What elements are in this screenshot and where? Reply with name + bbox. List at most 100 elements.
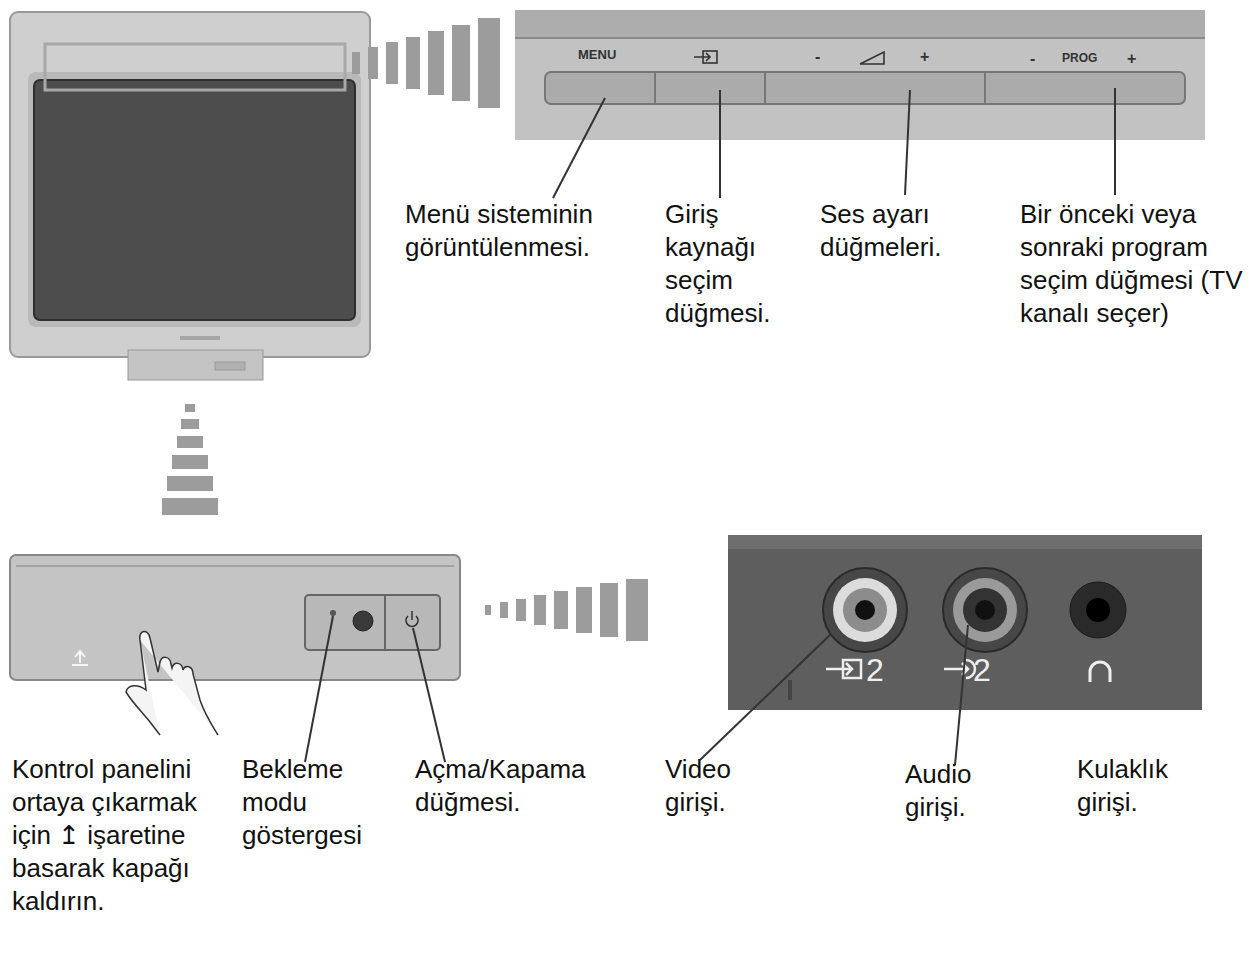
jack-panel-face [728,535,1202,710]
button-divider [384,596,386,649]
callout-label: Bir önceki veya sonraki program seçim dü… [1020,198,1254,330]
panel-edge [515,37,1205,39]
jack-panel-edge [728,535,1202,549]
button-divider [654,73,656,103]
tv-cover-button [215,362,245,370]
callout-label: Video girişi. [665,753,775,819]
audio-jack-ring [953,578,1017,642]
volume-icon [860,52,884,64]
panel-marking: 2 [973,650,1003,691]
wedge-bar [368,47,378,79]
wedge-bar [600,583,618,637]
control-panel [10,555,460,735]
remote-sensor [353,611,373,631]
input-icon-arrow [694,53,710,61]
leader-line [305,616,333,762]
button-strip [545,72,1185,104]
input-icon [826,660,861,678]
video-jack [823,568,907,652]
standby-led [330,610,336,616]
panel-marking: - [1030,49,1050,69]
input-icon [694,51,717,63]
audio-jack-ring [963,588,1007,632]
wedge-bar [516,599,526,621]
callout-label: Ses ayarı düğmeleri. [820,198,990,264]
tv-logo [180,336,220,340]
video-jack-ring [843,588,887,632]
wedge-bar [352,52,360,74]
panel-marking: + [1127,49,1147,69]
wedge-bar [406,37,420,89]
wedge-bar [386,42,398,84]
video-jack-hole [855,600,875,620]
callout-label: Açma/Kapama düğmesi. [415,753,630,819]
zoom-wedge [162,404,218,515]
wedge-bar [167,476,213,491]
tv-body [10,12,370,357]
headphone-jack-hole [1086,598,1110,622]
wedge-bar [172,455,208,469]
panel-marking: + [920,47,940,67]
power-symbol [406,611,418,626]
leader-line [719,90,721,198]
leader-line [700,635,830,760]
panel-marking: MENU [578,47,638,64]
panel-edge [16,565,454,567]
panel-marking: - [815,47,835,67]
wedge-bar [452,25,470,101]
headphone-jack [1070,582,1126,638]
lift-symbol [72,651,88,665]
tv-bezel [28,72,361,327]
callout-label: Kontrol panelini ortaya çıkarmak için ↥ … [12,753,217,918]
wedge-bar [554,591,568,629]
wedge-bar [162,498,218,515]
panel-notch [788,680,792,700]
tv-cover [128,350,263,380]
panel-face [515,10,1205,140]
audio-jack [943,568,1027,652]
wedge-bar [177,436,203,448]
callout-label: Menü sisteminin görüntülenmesi. [405,198,645,264]
wedge-bar [626,579,648,641]
wedge-bar [485,605,491,615]
callout-label: Bekleme modu göstergesi [242,753,392,852]
leader-line [905,90,910,195]
leader-line [413,628,445,762]
leader-lines [553,88,1115,198]
button-divider [764,73,766,103]
wedge-bar [534,595,546,625]
wedge-bar [576,587,592,633]
zoom-wedge [352,18,500,108]
hand-drawing [126,631,218,735]
panel-cover [10,555,460,680]
wedge-bar [185,404,195,412]
callout-label: Kulaklık girişi. [1077,753,1197,819]
button-panel [515,10,1205,140]
highlight-frame [45,44,345,90]
leader-line [955,625,968,765]
input-icon-arrow [826,663,852,675]
wedge-bar [500,602,508,618]
video-jack-ring [833,578,897,642]
button-divider [984,73,986,103]
wedge-bar [181,419,199,429]
panel-marking: 2 [866,650,896,691]
zoom-wedge [485,579,648,641]
callout-label: Giriş kaynağı seçim düğmesi. [665,198,797,330]
leader-lines [305,616,968,765]
panel-top-band [515,10,1205,38]
button-box [305,595,440,650]
callout-label: Audio girişi. [905,758,1015,824]
tv-set [10,12,370,380]
leader-line [553,98,605,198]
panel-marking: PROG [1062,51,1112,66]
audio-jack-hole [975,600,995,620]
leader-line [1114,88,1116,195]
headphone-symbol [1090,662,1110,682]
wedge-bar [478,18,500,108]
jack-panel [728,535,1202,710]
tv-screen [34,80,355,320]
output-icon [944,660,975,678]
